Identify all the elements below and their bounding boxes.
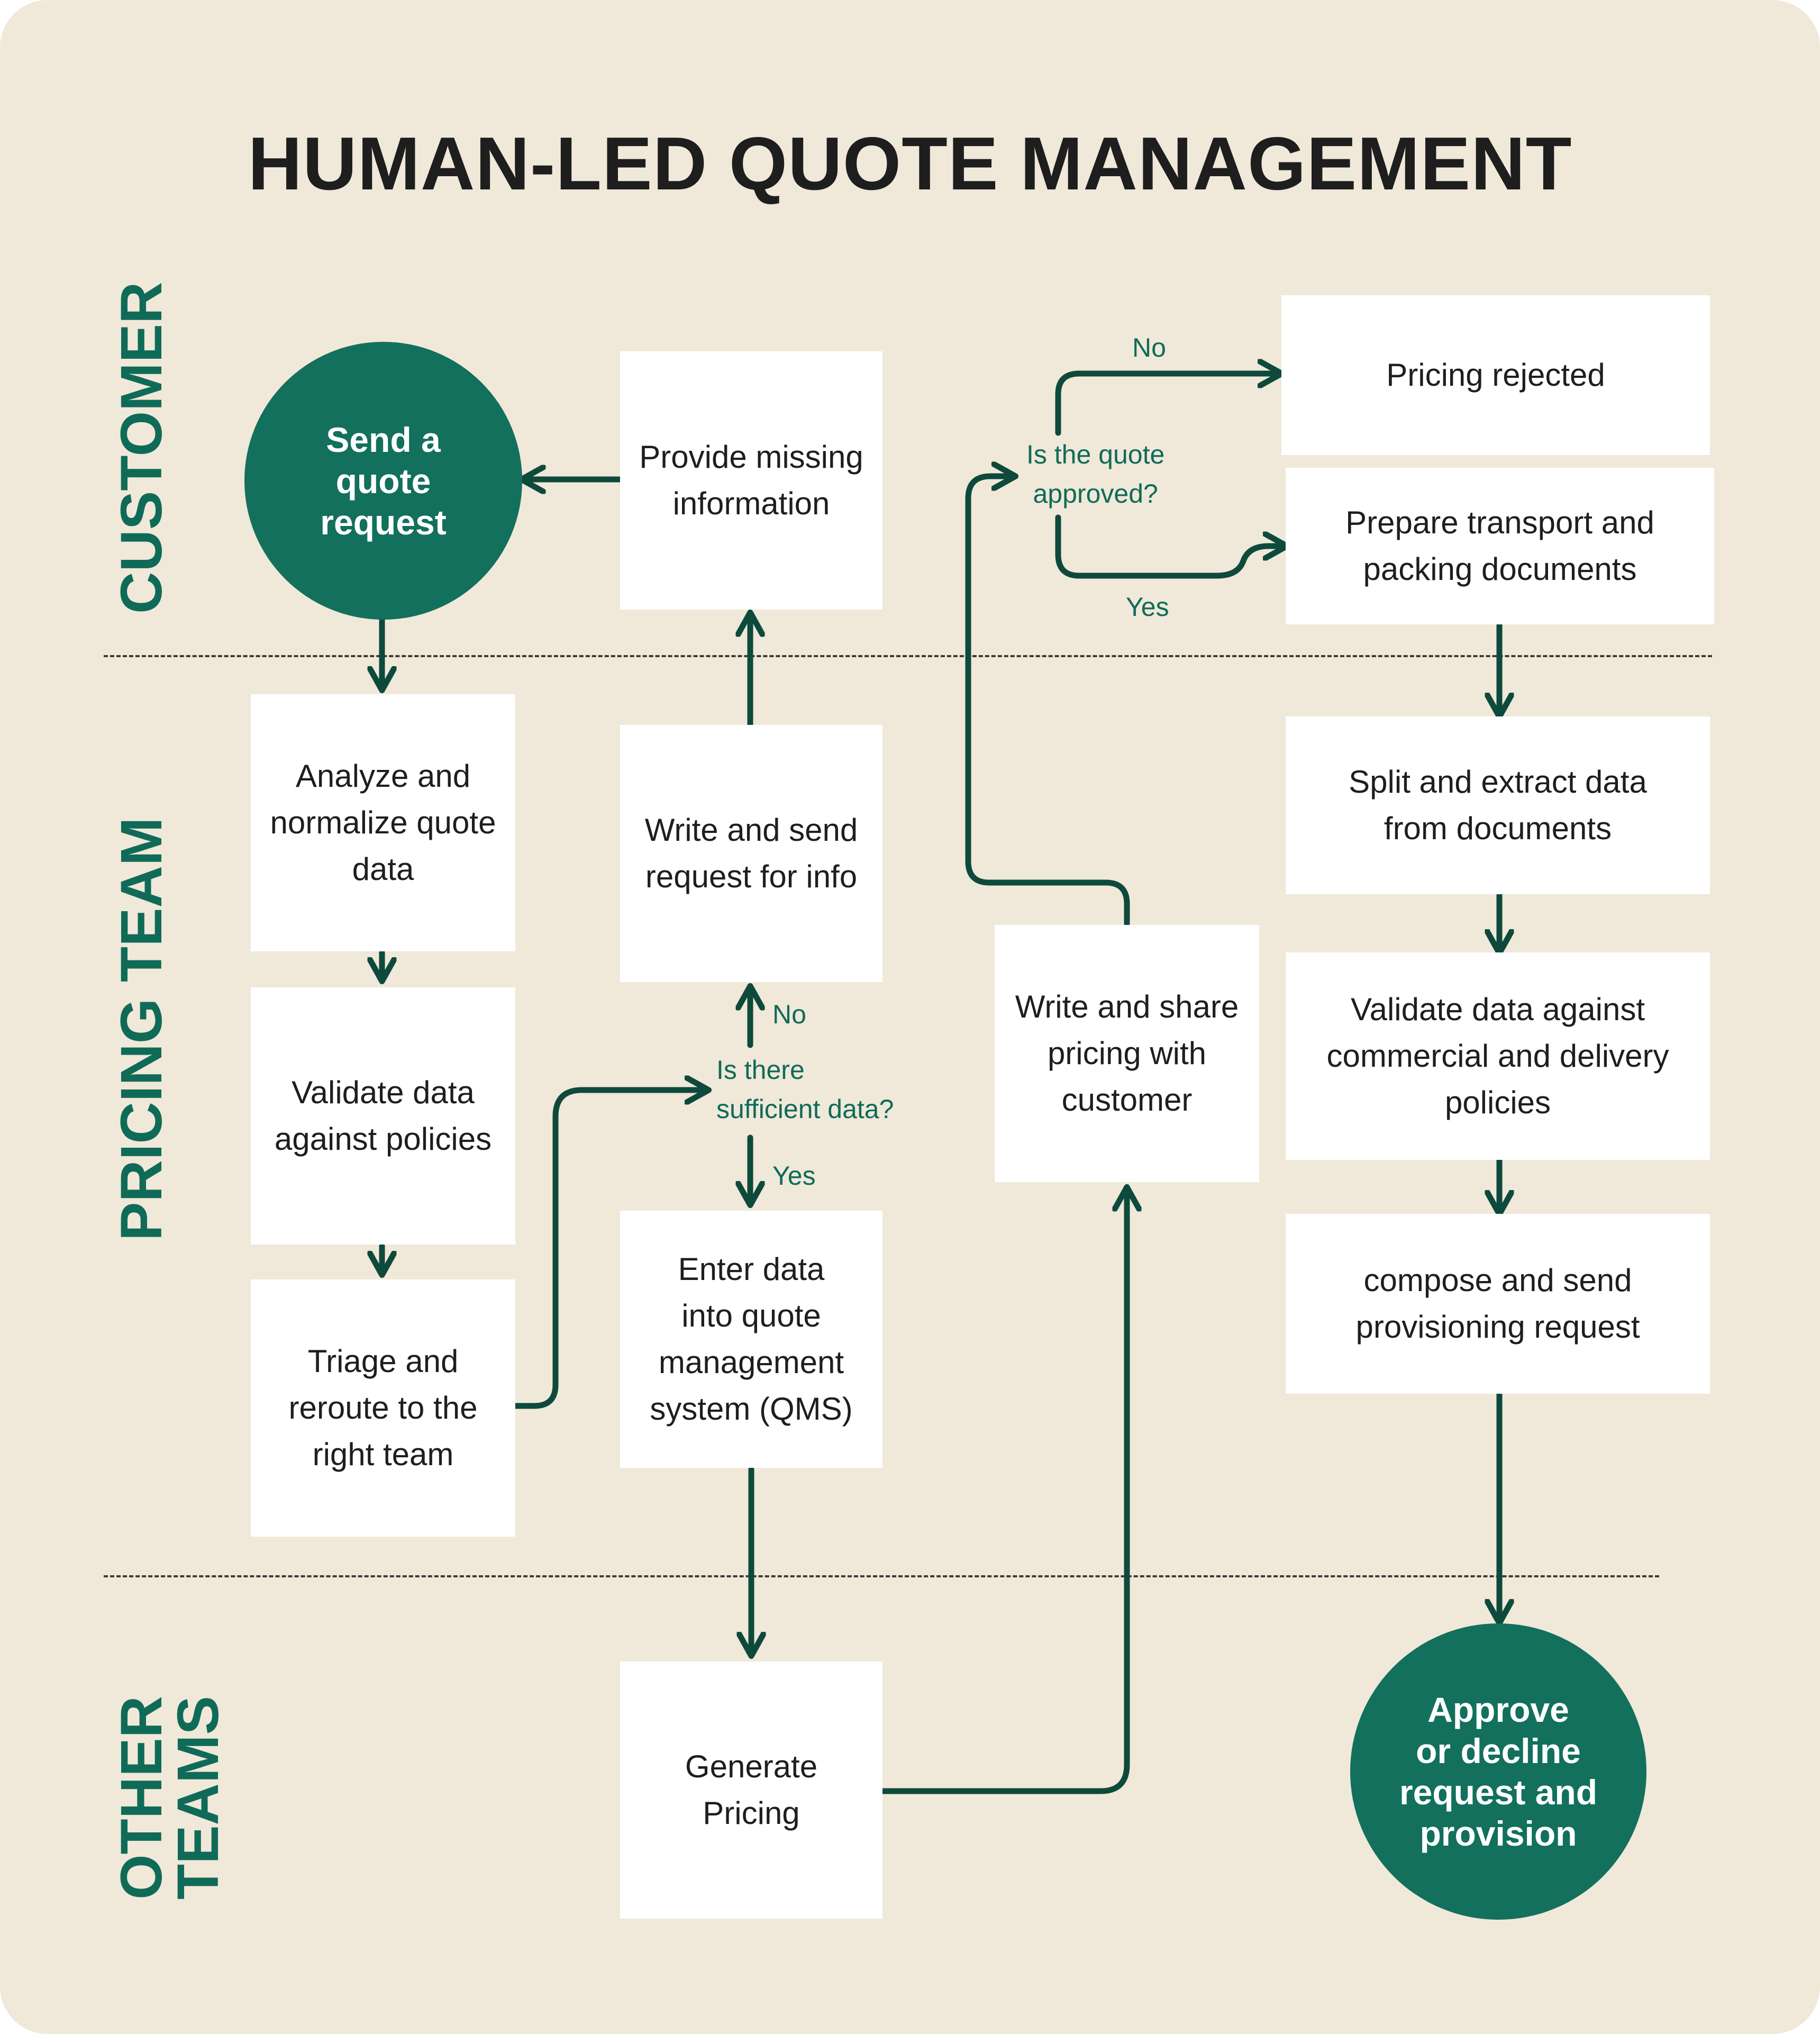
step-split-extract-data: Split and extract data from documents: [1286, 716, 1710, 894]
provide-missing-information-label: Provide missing information: [639, 439, 863, 521]
end-node-approve-decline: Approve or decline request and provision: [1350, 1623, 1646, 1920]
write-send-request-label: Write and send request for info: [644, 812, 858, 894]
lane-separator-customer-pricing: [104, 655, 1712, 657]
arrow-generate-to-share: [879, 1189, 1127, 1794]
step-write-share-pricing: Write and share pricing with customer: [995, 925, 1259, 1182]
send-quote-request-label: Send a quote request: [320, 420, 447, 542]
lane-separator-pricing-other: [104, 1575, 1659, 1577]
validate-commercial-label: Validate data against commercial and del…: [1326, 992, 1669, 1120]
step-provide-missing-information: Provide missing information: [620, 351, 882, 610]
arrow-share-to-approval: [965, 476, 1130, 927]
step-analyze-normalize: Analyze and normalize quote data: [251, 694, 515, 951]
arrow-approval-no-to-rejected: [1055, 374, 1279, 436]
arrow-triage-to-decision: [513, 1090, 706, 1409]
step-generate-pricing: Generate Pricing: [620, 1661, 882, 1919]
compose-send-label: compose and send provisioning request: [1355, 1263, 1640, 1345]
triage-reroute-label: Triage and reroute to the right team: [288, 1343, 478, 1472]
generate-pricing-label: Generate Pricing: [685, 1749, 818, 1831]
approve-decline-label: Approve or decline request and provision: [1399, 1690, 1598, 1853]
arrow-approval-yes-to-prepare: [1055, 514, 1285, 579]
split-extract-label: Split and extract data from documents: [1349, 764, 1647, 846]
decision-quote-approved: Is the quote approved?: [1026, 440, 1165, 508]
start-node-send-quote-request: Send a quote request: [244, 342, 522, 620]
decision-approved-yes-label: Yes: [1126, 592, 1169, 622]
step-validate-against-policies: Validate data against policies: [251, 987, 515, 1245]
diagram-title: HUMAN-LED QUOTE MANAGEMENT: [248, 122, 1572, 206]
step-enter-data-qms: Enter data into quote management system …: [620, 1211, 882, 1468]
step-pricing-rejected: Pricing rejected: [1281, 295, 1710, 455]
step-triage-reroute: Triage and reroute to the right team: [251, 1279, 515, 1537]
validate-policies-label: Validate data against policies: [274, 1075, 492, 1157]
analyze-normalize-label: Analyze and normalize quote data: [270, 758, 496, 887]
step-prepare-transport-documents: Prepare transport and packing documents: [1286, 468, 1714, 624]
step-compose-send-provisioning: compose and send provisioning request: [1286, 1214, 1710, 1394]
step-validate-commercial-delivery: Validate data against commercial and del…: [1286, 952, 1710, 1160]
prepare-transport-label: Prepare transport and packing documents: [1345, 505, 1654, 587]
decision-sufficient-data: Is there sufficient data?: [716, 1055, 894, 1124]
enter-data-qms-label: Enter data into quote management system …: [650, 1251, 853, 1427]
decision-sufficient-no-label: No: [772, 1000, 806, 1029]
write-share-pricing-label: Write and share pricing with customer: [1015, 989, 1239, 1118]
decision-sufficient-yes-label: Yes: [772, 1161, 816, 1191]
step-write-send-request: Write and send request for info: [620, 725, 882, 982]
pricing-rejected-label: Pricing rejected: [1386, 357, 1605, 393]
decision-approved-no-label: No: [1132, 333, 1166, 362]
